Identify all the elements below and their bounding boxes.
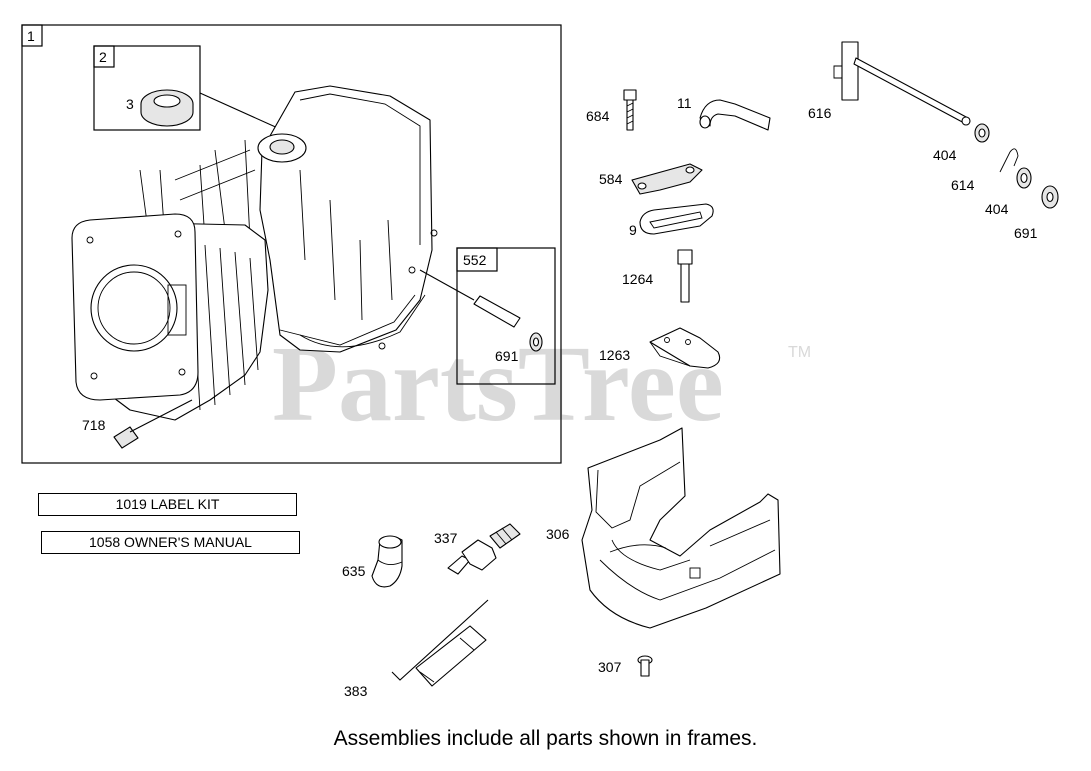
- callout-383: 383: [344, 683, 368, 699]
- bolt-684-part[interactable]: [623, 89, 637, 131]
- engine-block-part[interactable]: [71, 85, 438, 421]
- plate-1263-part[interactable]: [649, 327, 721, 369]
- assembly-number-2: 2: [99, 49, 107, 65]
- watermark-trademark: TM: [788, 344, 811, 361]
- callout-9: 9: [629, 222, 637, 238]
- callout-1263: 1263: [599, 347, 630, 363]
- bracket-584-part[interactable]: [631, 163, 703, 195]
- washer-404a-part[interactable]: [974, 123, 990, 143]
- callout-718: 718: [82, 417, 106, 433]
- assembly-number-1: 1: [27, 28, 35, 44]
- tube-11-part[interactable]: [699, 99, 771, 131]
- spark-plug-boot-635-part[interactable]: [371, 535, 403, 588]
- spark-plug-337-part[interactable]: [447, 523, 521, 575]
- shroud-306-part[interactable]: [581, 427, 781, 629]
- callout-404-upper: 404: [933, 147, 957, 163]
- footer-note: Assemblies include all parts shown in fr…: [333, 727, 758, 750]
- governor-rod-616-part[interactable]: [833, 41, 971, 126]
- washer-691b-part[interactable]: [1041, 185, 1059, 209]
- pin-718-leader-line: [129, 399, 193, 433]
- clip-614-part[interactable]: [999, 148, 1019, 173]
- spark-plug-wrench-383-part[interactable]: [391, 599, 489, 687]
- callout-616: 616: [808, 105, 832, 121]
- bolt-1264-part[interactable]: [677, 249, 693, 303]
- seal-part[interactable]: [140, 89, 194, 127]
- pin-552-part[interactable]: [473, 295, 543, 352]
- callout-635: 635: [342, 563, 366, 579]
- callout-3: 3: [126, 96, 134, 112]
- callout-11: 11: [677, 95, 692, 111]
- washer-404b-part[interactable]: [1016, 167, 1032, 189]
- callout-404-lower: 404: [985, 201, 1009, 217]
- callout-584: 584: [599, 171, 623, 187]
- gasket-9-part[interactable]: [639, 203, 714, 235]
- callout-337: 337: [434, 530, 458, 546]
- callout-691-frame: 691: [495, 348, 519, 364]
- dowel-pin-718-part[interactable]: [113, 426, 139, 449]
- assembly-number-552: 552: [463, 252, 487, 268]
- assembly-frame-552[interactable]: 552: [456, 247, 556, 385]
- callout-306: 306: [546, 526, 570, 542]
- callout-614: 614: [951, 177, 975, 193]
- callout-691-right: 691: [1014, 225, 1038, 241]
- assembly-frame-2[interactable]: 2: [93, 45, 201, 131]
- kit-1058-owners-manual[interactable]: 1058 OWNER'S MANUAL: [41, 531, 300, 554]
- assembly-frame-1[interactable]: 1: [21, 24, 562, 464]
- screw-307-part[interactable]: [637, 655, 653, 677]
- callout-307: 307: [598, 659, 622, 675]
- kit-1019-label-kit[interactable]: 1019 LABEL KIT: [38, 493, 297, 516]
- pin-552-leader-line: [419, 269, 475, 301]
- callout-1264: 1264: [622, 271, 653, 287]
- callout-684: 684: [586, 108, 610, 124]
